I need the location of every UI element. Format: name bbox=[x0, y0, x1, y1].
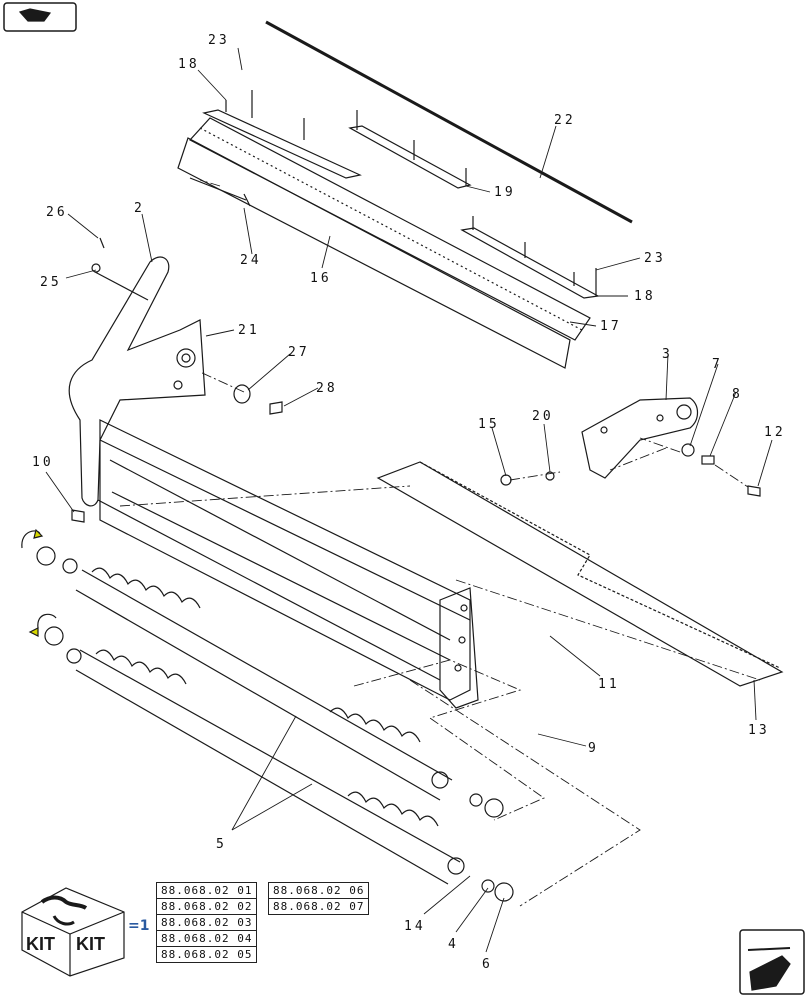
table-row: 88.068.02 07 bbox=[267, 898, 370, 915]
callout-13: 13 bbox=[748, 723, 770, 738]
kit-part-number[interactable]: 88.068.02 05 bbox=[155, 946, 258, 963]
part-2-side-plate bbox=[68, 237, 206, 507]
table-row: 88.068.02 03 bbox=[155, 914, 258, 931]
callout-8: 8 bbox=[732, 387, 743, 402]
kit-part-number[interactable]: 88.068.02 02 bbox=[155, 898, 258, 915]
assembly-guide-lines bbox=[119, 179, 761, 907]
callout-5: 5 bbox=[216, 837, 227, 852]
part-8-spacer bbox=[701, 455, 715, 465]
callout-27: 27 bbox=[288, 345, 310, 360]
callout-leader-lines bbox=[45, 47, 773, 953]
callout-23-right: 23 bbox=[644, 251, 666, 266]
callout-21: 21 bbox=[238, 323, 260, 338]
rotation-arrow-icon bbox=[37, 613, 57, 629]
kit-labels: KIT KIT bbox=[26, 934, 105, 954]
part-13-blade bbox=[376, 461, 784, 687]
next-page-arrow-icon[interactable] bbox=[739, 929, 805, 995]
callout-7: 7 bbox=[712, 357, 723, 372]
part-22-rod bbox=[265, 20, 633, 224]
callout-24: 24 bbox=[240, 253, 262, 268]
table-row: 88.068.02 02 bbox=[155, 898, 258, 915]
table-row: 88.068.02 01 bbox=[155, 882, 258, 899]
callout-17: 17 bbox=[600, 319, 622, 334]
callout-12: 12 bbox=[764, 425, 786, 440]
callout-19: 19 bbox=[494, 185, 516, 200]
rotation-arrowhead-icon bbox=[33, 528, 44, 539]
callout-2: 2 bbox=[134, 201, 145, 216]
callout-9: 9 bbox=[588, 741, 599, 756]
callout-28: 28 bbox=[316, 381, 338, 396]
part-5-auger-lower bbox=[44, 626, 514, 902]
kit-part-numbers-col1: 88.068.02 01 88.068.02 02 88.068.02 03 8… bbox=[155, 882, 258, 963]
kit-quantity: =1 bbox=[128, 918, 150, 934]
callout-20: 20 bbox=[532, 409, 554, 424]
table-row: 88.068.02 05 bbox=[155, 946, 258, 963]
part-3-plate bbox=[581, 397, 699, 479]
part-7-bushing bbox=[681, 443, 695, 457]
callout-16: 16 bbox=[310, 271, 332, 286]
part-5-auger-upper bbox=[36, 546, 504, 818]
table-row: 88.068.02 04 bbox=[155, 930, 258, 947]
kit-part-number[interactable]: 88.068.02 04 bbox=[155, 930, 258, 947]
callout-11: 11 bbox=[598, 677, 620, 692]
callout-10: 10 bbox=[32, 455, 54, 470]
kit-part-number[interactable]: 88.068.02 06 bbox=[267, 882, 370, 899]
callout-14: 14 bbox=[404, 919, 426, 934]
kit-part-number[interactable]: 88.068.02 03 bbox=[155, 914, 258, 931]
kit-part-number[interactable]: 88.068.02 01 bbox=[155, 882, 258, 899]
callout-15: 15 bbox=[478, 417, 500, 432]
callout-25: 25 bbox=[40, 275, 62, 290]
main-housing bbox=[97, 419, 471, 701]
callout-18-top: 18 bbox=[178, 57, 200, 72]
callout-18-right: 18 bbox=[634, 289, 656, 304]
book-navigation-icon[interactable] bbox=[3, 2, 77, 32]
callout-22: 22 bbox=[554, 113, 576, 128]
kit-part-numbers-col2: 88.068.02 06 88.068.02 07 bbox=[267, 882, 370, 915]
part-28-bolt bbox=[269, 401, 283, 415]
table-row: 88.068.02 06 bbox=[267, 882, 370, 899]
part-15-nut bbox=[500, 474, 512, 486]
callout-26: 26 bbox=[46, 205, 68, 220]
rotation-arrowhead-icon bbox=[28, 627, 39, 637]
callout-3: 3 bbox=[662, 347, 673, 362]
part-27-washer bbox=[233, 384, 251, 404]
part-10-pin bbox=[71, 509, 85, 523]
part-16-bar bbox=[177, 117, 591, 369]
kit-label-left: KIT bbox=[26, 934, 55, 954]
callout-4: 4 bbox=[448, 937, 459, 952]
callout-6: 6 bbox=[482, 957, 493, 972]
kit-label-right: KIT bbox=[76, 934, 105, 954]
part-12-bolt bbox=[747, 485, 761, 497]
callout-labels: 23 18 22 19 26 2 24 16 23 18 25 21 17 27… bbox=[32, 33, 786, 972]
callout-23-top: 23 bbox=[208, 33, 230, 48]
part-end-bracket bbox=[439, 587, 479, 709]
kit-part-number[interactable]: 88.068.02 07 bbox=[267, 898, 370, 915]
part-18-bracket bbox=[202, 90, 600, 299]
kit-box-icon bbox=[21, 887, 125, 977]
